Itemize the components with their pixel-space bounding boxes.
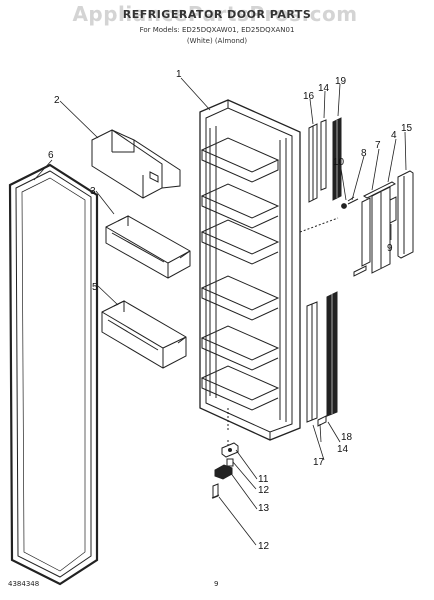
upper-trim (308, 123, 318, 203)
callout-6: 6 (48, 150, 54, 161)
callout-11: 11 (258, 474, 269, 485)
bushing-lower (211, 483, 220, 499)
callout-16: 16 (303, 91, 315, 102)
callout-18: 18 (341, 432, 353, 443)
dairy-door (91, 129, 181, 199)
callout-17: 17 (313, 457, 325, 468)
door-shelf-bin (105, 215, 191, 279)
refrigerator-door (199, 99, 301, 441)
door-shelf-bin-large (101, 300, 187, 369)
handle-trim (371, 186, 391, 274)
callout-1: 1 (176, 69, 182, 80)
handle-clip (389, 196, 397, 224)
alignment-line (299, 217, 339, 233)
door-gasket (8, 163, 99, 586)
handle-mounting-screw (341, 196, 359, 209)
door-stop (221, 442, 239, 458)
callout-19: 19 (335, 76, 347, 87)
handle-end-cap (397, 170, 414, 259)
callout-3: 3 (90, 186, 96, 197)
callout-15: 15 (401, 123, 413, 134)
callout-12-lower: 12 (258, 541, 270, 552)
bushing-upper (226, 458, 234, 467)
callout-14-upper: 14 (318, 83, 330, 94)
color-line: (White) (Almond) (186, 37, 248, 45)
callout-2: 2 (54, 95, 60, 106)
callout-14-lower: 14 (337, 444, 349, 455)
diagram-title: REFRIGERATOR DOOR PARTS (122, 8, 312, 21)
callouts: 1 2 3 5 6 4 7 8 10 9 16 14 19 15 11 12 1… (48, 69, 413, 552)
upper-handle-trim (332, 117, 342, 201)
callout-10: 10 (333, 157, 345, 168)
trim-retainer-upper (320, 119, 327, 191)
lower-trim-strip (306, 301, 318, 423)
callout-12-upper: 12 (258, 485, 270, 496)
leader-lines (33, 77, 407, 546)
callout-4: 4 (391, 130, 397, 141)
handle (353, 181, 396, 277)
document-number: 4384348 (8, 580, 40, 588)
model-line: For Models: ED25DQXAW01, ED25DQXAN01 (139, 26, 295, 34)
callout-9: 9 (387, 243, 393, 254)
callout-7: 7 (375, 140, 381, 151)
lower-handle-trim (326, 291, 338, 417)
callout-5: 5 (92, 282, 98, 293)
hinge-pin (214, 464, 233, 480)
page-number: 9 (214, 580, 219, 588)
watermark: AppliancePartsPros.com (72, 2, 358, 26)
callout-13: 13 (258, 503, 270, 514)
callout-8: 8 (361, 148, 367, 159)
trim-retainer-lower (317, 415, 327, 427)
